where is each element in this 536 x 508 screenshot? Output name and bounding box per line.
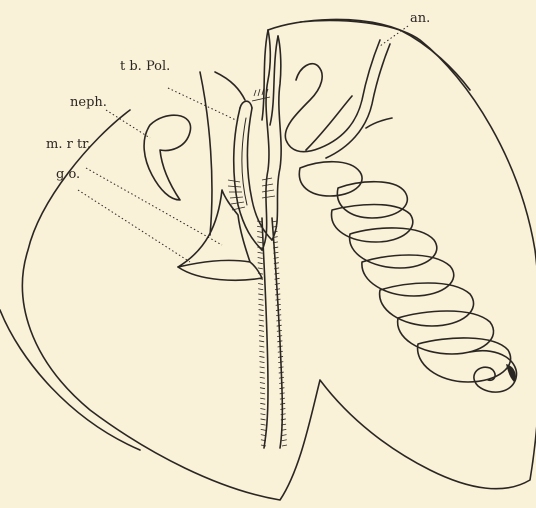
label-an: an. [410, 11, 430, 26]
esophagus-loop [262, 30, 270, 250]
nerve-cord-left [262, 218, 268, 448]
nerve-bristle [275, 294, 280, 295]
nerve-bristle [258, 252, 263, 253]
nerve-bristle [258, 257, 263, 258]
nerve-bristle [276, 320, 281, 321]
nerve-bristle [279, 367, 284, 368]
gut-loops [299, 96, 510, 382]
nerve-bristle [278, 346, 283, 347]
nerve-bristle [280, 393, 285, 394]
nerve-bristle [279, 382, 284, 383]
nerve-bristle [258, 299, 263, 300]
polian-tip [240, 101, 252, 108]
nerve-bristle [275, 278, 280, 279]
nerve-bristle [258, 263, 263, 264]
nerve-bristle [277, 325, 282, 326]
nerve-bristle [275, 289, 280, 290]
body-wall-left [200, 72, 212, 235]
nerve-bristle [274, 273, 279, 274]
nerve-bristle [276, 310, 281, 311]
nerve-bristle [260, 409, 265, 410]
flap-inner-edge [270, 36, 278, 125]
nerve-bristle [281, 414, 286, 415]
nerve-bristle [260, 372, 265, 373]
intestine-coil [285, 40, 380, 152]
nerve-bristle [260, 377, 265, 378]
nerve-bristle [259, 315, 264, 316]
nerve-bristle [259, 351, 264, 352]
gonad-funnel [178, 190, 250, 267]
label-m-rtr: m. r tr. [46, 137, 91, 152]
nerve-bristle [258, 304, 263, 305]
nerve-bristle [282, 435, 287, 436]
nerve-bristle [259, 330, 264, 331]
nerve-bristle [258, 268, 263, 269]
nerve-bristle [258, 284, 263, 285]
nerve-bristle [275, 299, 280, 300]
nerve-bristle [257, 231, 262, 232]
nerve-bristle [279, 372, 284, 373]
nerve-bristle [277, 330, 282, 331]
nerve-bristle [260, 382, 265, 383]
nerve-bristle [280, 409, 285, 410]
nerve-bristle [278, 362, 283, 363]
nerve-bristle [278, 356, 283, 357]
nerve-bristle [259, 336, 264, 337]
nerve-bristle [258, 294, 263, 295]
nerve-bristle [259, 346, 264, 347]
label-go: g o. [56, 167, 80, 182]
nerve-bristle [257, 237, 262, 238]
nerve-bristle [261, 424, 266, 425]
nerve-bristle [261, 445, 266, 446]
nerve-bristle [258, 289, 263, 290]
nerve-bristle [279, 388, 284, 389]
nerve-bristle [257, 247, 262, 248]
nerve-bristle [260, 367, 265, 368]
nerve-bristle [260, 393, 265, 394]
nerve-bristle [275, 284, 280, 285]
nerve-bristle [280, 403, 285, 404]
nerve-bristle [259, 356, 264, 357]
nerve-bristle [260, 403, 265, 404]
polian-tube-right [248, 108, 273, 240]
nerve-bristle [260, 414, 265, 415]
nerve-bristle [276, 315, 281, 316]
label-neph: neph. [70, 95, 107, 110]
nerve-bristle [261, 429, 266, 430]
polian-tube-core [242, 118, 247, 205]
nerve-bristle [257, 242, 262, 243]
label-tb-pol: t b. Pol. [120, 59, 170, 74]
nerve-bristle [276, 304, 281, 305]
nerve-bristle [277, 336, 282, 337]
nerve-bristle [259, 325, 264, 326]
nerve-bristle [279, 377, 284, 378]
nerve-bristle [277, 341, 282, 342]
nerve-bristle [257, 221, 262, 222]
nerve-bristle [261, 419, 266, 420]
leader-go [78, 190, 190, 262]
nerve-bristle [282, 440, 287, 441]
nerve-bristle [259, 341, 264, 342]
nerve-bristle [282, 445, 287, 446]
nerve-bristle [260, 398, 265, 399]
dorsal-flap [268, 19, 470, 90]
nerve-bristle [259, 310, 264, 311]
esophagus-loop-inner [272, 36, 281, 240]
nerve-bristle [260, 362, 265, 363]
nerve-bristle [259, 320, 264, 321]
nerve-bristle [258, 273, 263, 274]
nephridium [144, 115, 190, 200]
flap-edge [262, 30, 268, 120]
intestine-coil-inner [326, 44, 390, 158]
nerve-bristle [280, 398, 285, 399]
nerve-bristle [260, 388, 265, 389]
nerve-bristle [278, 351, 283, 352]
lower-fold-line [0, 310, 140, 450]
anal-duct [366, 118, 392, 128]
body-wall-right [215, 72, 245, 100]
